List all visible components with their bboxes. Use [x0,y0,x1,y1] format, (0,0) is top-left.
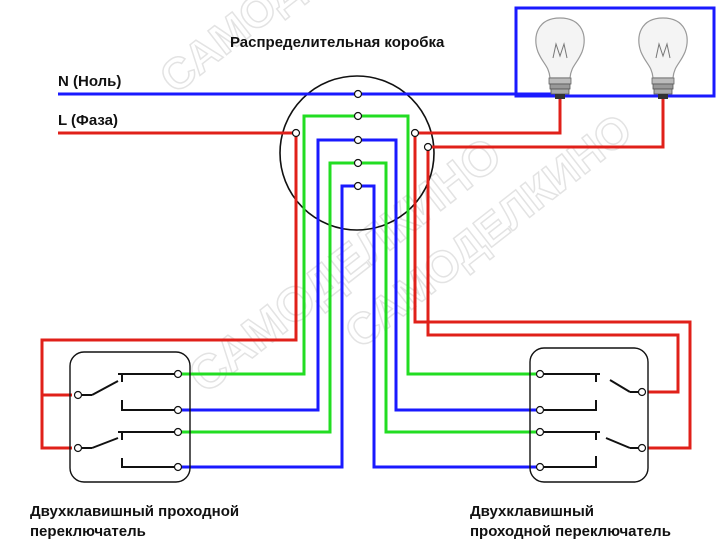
junction-box [279,75,435,231]
traveler-blue-1-right [361,138,540,412]
terminal-blue-2 [353,181,363,191]
right-common-wire-2 [413,133,692,450]
junction-terminals [291,89,433,191]
phase-wire-branch [40,395,72,450]
right-switch-body [529,347,649,483]
lamp-enclosure [514,6,716,98]
traveler-blue-1-left [180,138,355,412]
right-switch-label-line1: Двухклавишный [470,503,594,520]
junction-box-label: Распределительная коробка [230,34,445,51]
left-switch-body [69,351,191,483]
traveler-blue-2-left [180,184,355,469]
traveler-blue-2-right [361,184,540,469]
light-bulb-icon [638,17,688,99]
watermark-top: САМОДЕ [151,0,334,103]
neutral-label: N (Ноль) [58,73,121,90]
left-switch-label-line1: Двухклавишный проходной [30,503,239,520]
right-switch-label-line2: проходной переключатель [470,523,671,540]
traveler-green-1-right [361,114,540,376]
terminal-lamp-1 [410,128,420,138]
left-switch [69,351,191,483]
lamp1-wire [415,98,562,135]
terminal-phase [291,128,301,138]
traveler-green-1-left [180,114,355,376]
right-common-wire-1 [426,147,680,394]
terminal-neutral [353,89,363,99]
right-switch [529,347,649,483]
traveler-green-2-right [361,161,540,434]
terminal-green-1 [353,111,363,121]
terminal-green-2 [353,158,363,168]
light-bulb-icon [535,17,585,99]
traveler-green-2-left [180,161,355,434]
left-switch-label-line2: переключатель [30,523,146,540]
terminal-lamp-2 [423,142,433,152]
lamp2-wire [428,98,665,149]
terminal-blue-1 [353,135,363,145]
phase-label: L (Фаза) [58,112,118,129]
